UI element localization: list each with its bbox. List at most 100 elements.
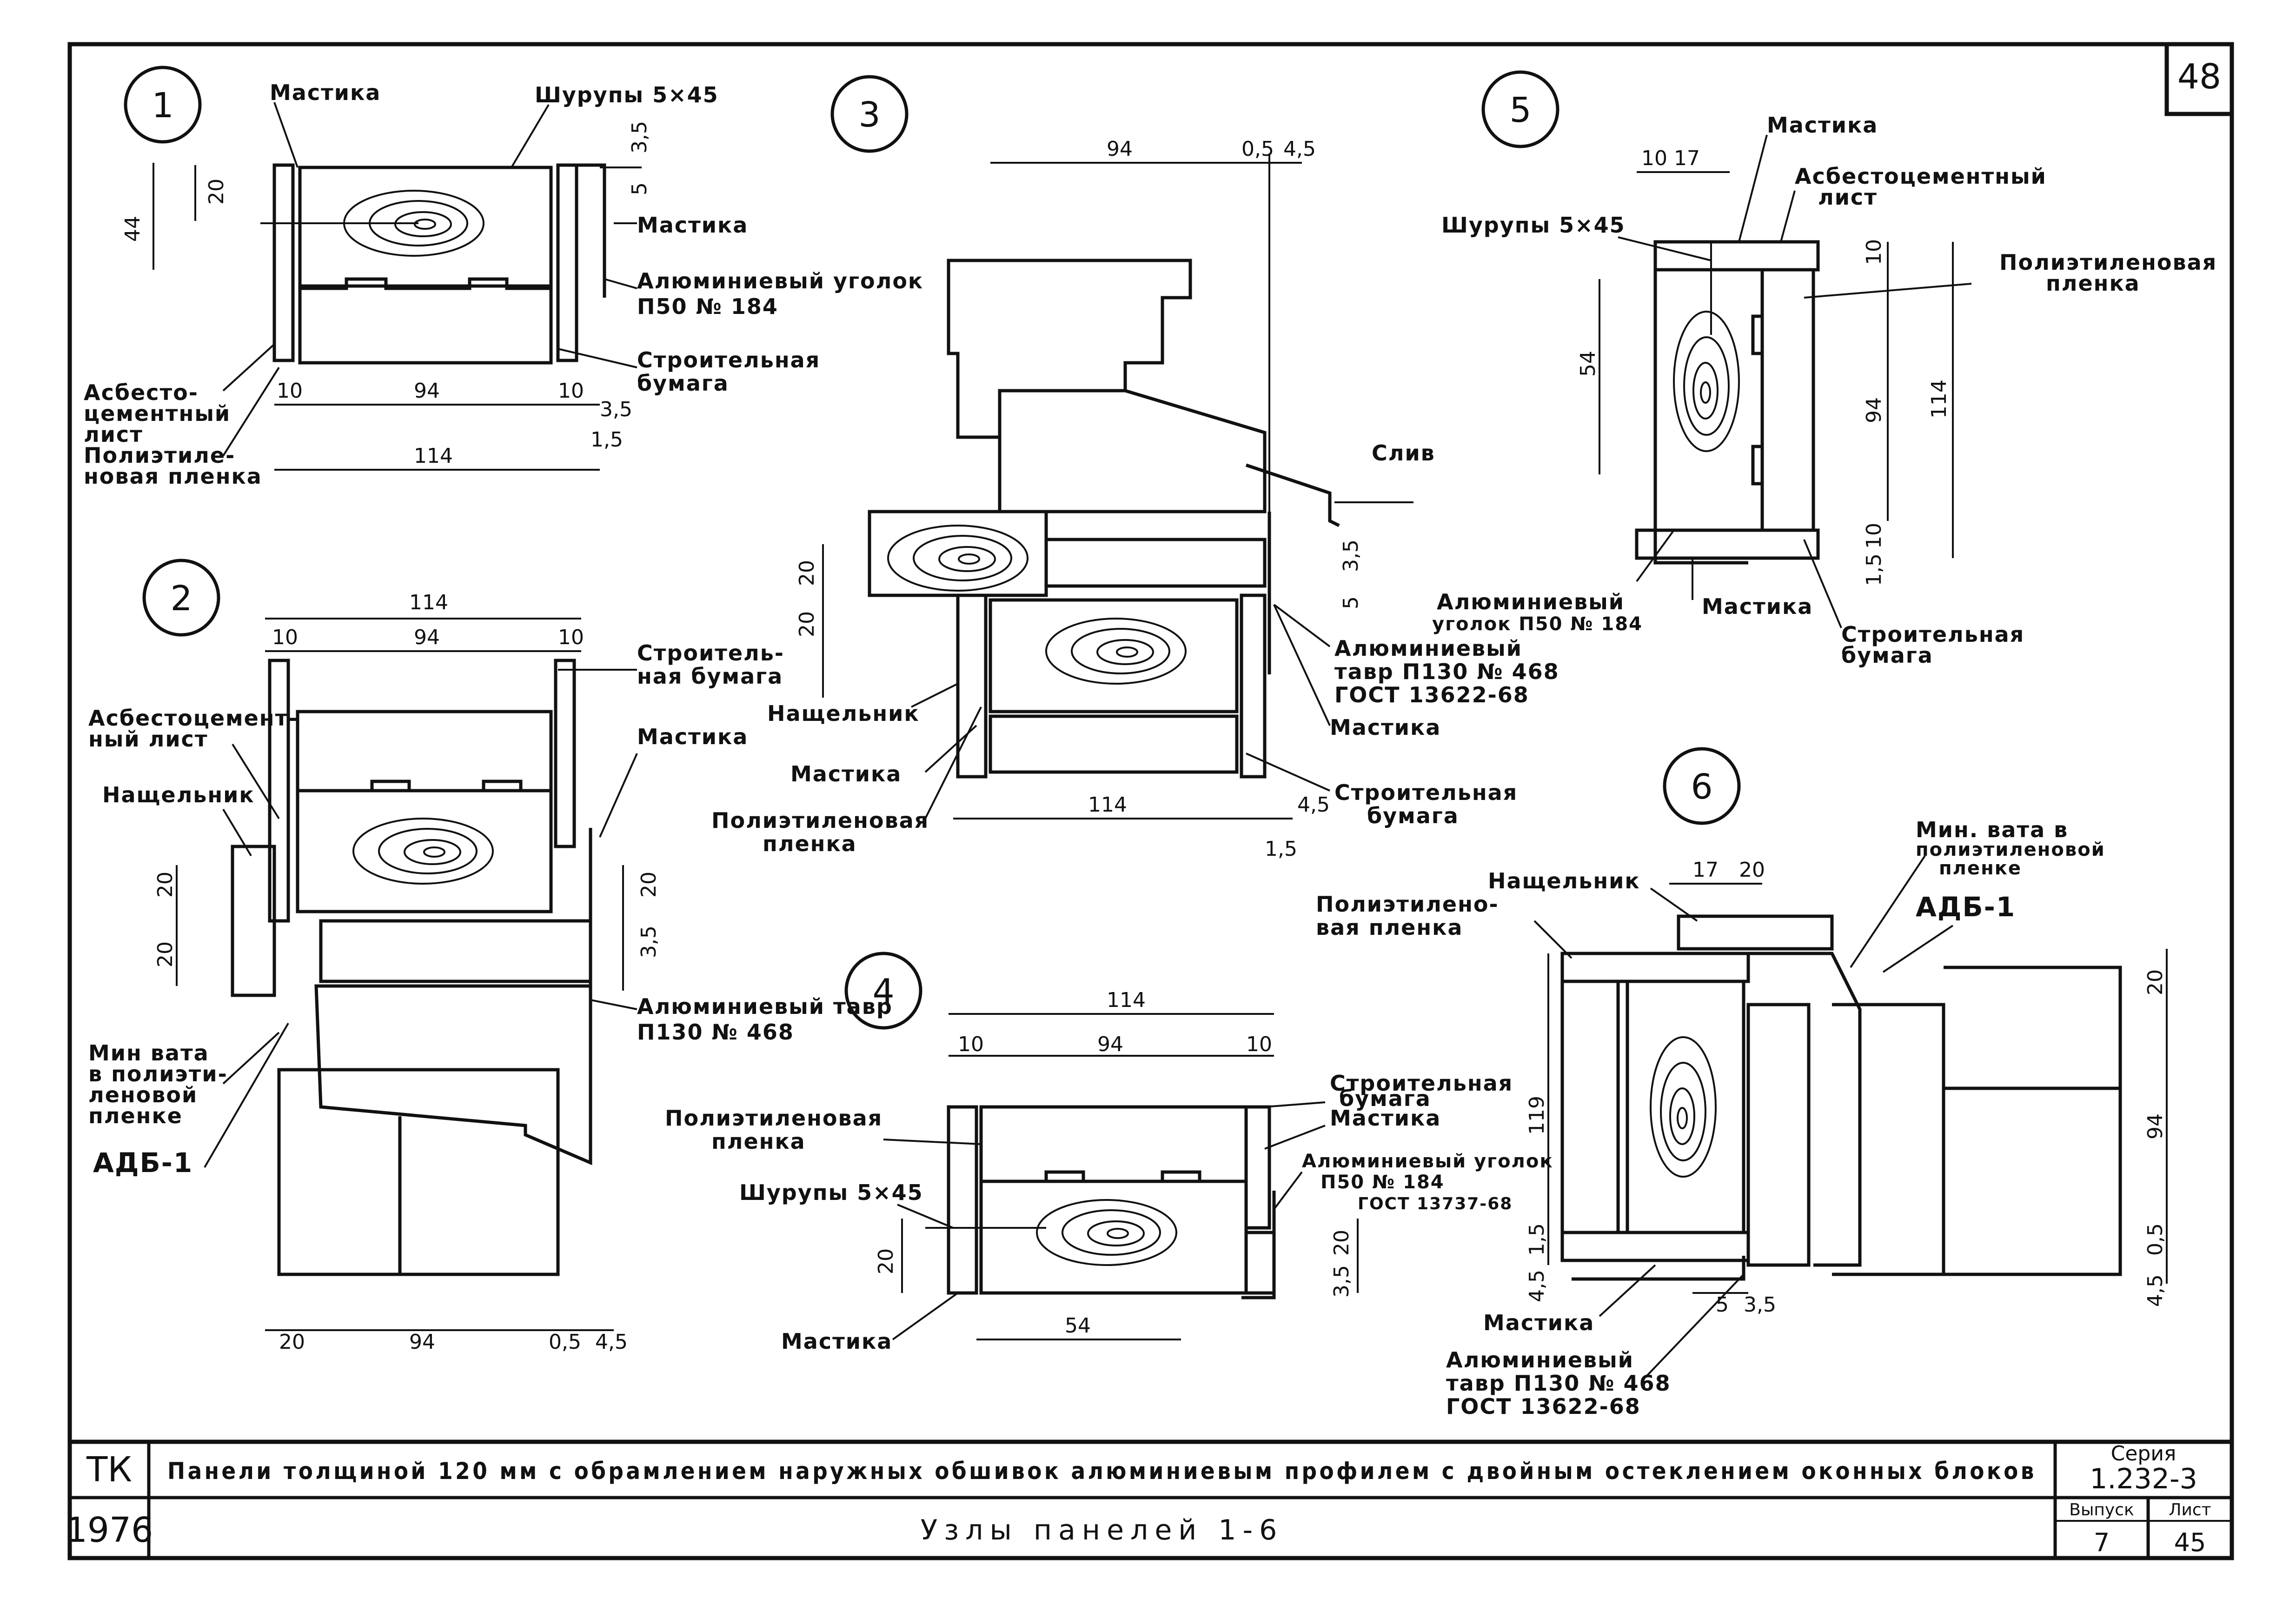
dim-94: 94 [1107, 137, 1133, 161]
dim-94: 94 [414, 379, 440, 403]
detail-3-marker [830, 75, 909, 153]
detail-3-timber [989, 598, 1239, 713]
detail-5-leaders [1618, 134, 1972, 628]
dim-10: 10 [277, 379, 303, 403]
label-mineral-wool-1: Мин. вата в [1916, 817, 2068, 842]
dim-20c: 20 [637, 872, 661, 898]
detail-5-number: 5 [1509, 90, 1531, 130]
detail-4: 4 114 10 94 10 20 20 3,5 54 Полиэтиленов… [665, 952, 1552, 1354]
detail-6-window-sash [1944, 966, 2122, 1276]
detail-6-batten [1677, 914, 1834, 951]
detail-4-corner-block [1246, 1231, 1276, 1295]
dim-10: 10 [958, 1033, 984, 1056]
detail-5-asbestos-top [1653, 240, 1820, 272]
detail-1-timber [298, 166, 553, 288]
dim-20b: 20 [1330, 1230, 1354, 1256]
dim-10: 10 [1641, 147, 1667, 170]
dim-94b: 94 [409, 1330, 435, 1354]
sheet-number-box [2164, 42, 2234, 116]
label-building-paper-1: Строительная [1334, 780, 1518, 805]
detail-4-asbestos-right [1244, 1105, 1271, 1230]
dim-10c: 10 [1862, 523, 1886, 549]
detail-2-wood-grain [352, 818, 494, 885]
dim-1-5: 1,5 [591, 428, 623, 452]
detail-2-dimension-lines [176, 618, 624, 1331]
label-asbestos-2: лист [1818, 185, 1878, 210]
dim-10b: 10 [1246, 1033, 1272, 1056]
label-batten: Нащельник [1488, 868, 1640, 893]
dim-20b: 20 [795, 611, 819, 637]
dim-20: 20 [153, 872, 177, 898]
detail-6-asbestos-bottom [1560, 1231, 1750, 1262]
label-mastic-bottom: Мастика [781, 1329, 892, 1354]
label-batten: Нащельник [767, 701, 920, 726]
dim-114: 114 [1927, 380, 1951, 419]
label-mineral-wool-2: полиэтиленовой [1916, 839, 2105, 860]
dim-5: 5 [1339, 596, 1363, 609]
label-drip: Слив [1372, 440, 1435, 466]
sheet-frame [67, 42, 2234, 1560]
detail-4-timber [979, 1179, 1248, 1295]
detail-1-insulation [298, 277, 553, 365]
detail-3-wood-grain [1045, 618, 1187, 685]
label-mastic-bottom: Мастика [1702, 594, 1813, 619]
label-aluminum-angle: Алюминиевый уголок [637, 268, 923, 293]
label-asbestos-2: цементный [84, 401, 231, 426]
label-poly-1: Полиэтиленовая [665, 1106, 883, 1131]
dim-20: 20 [1739, 858, 1765, 882]
label-batten: Нащельник [102, 782, 255, 807]
label-asbestos-3: лист [84, 422, 143, 447]
label-screws: Шурупы 5×45 [739, 1180, 923, 1205]
detail-5-insulation [1751, 268, 1815, 532]
label-mastic: Мастика [637, 724, 748, 749]
label-building-paper-1: Строительная [1841, 622, 2024, 647]
detail-6-number: 6 [1691, 767, 1712, 807]
title-subtitle: Узлы панелей 1-6 [921, 1514, 1284, 1546]
label-mastic-1: Мастика [270, 80, 381, 105]
dim-4-5: 4,5 [595, 1330, 628, 1354]
dim-10b: 10 [558, 379, 584, 403]
dim-0-5: 0,5 [549, 1330, 581, 1354]
dim-94: 94 [414, 626, 440, 649]
label-screws: Шурупы 5×45 [1441, 213, 1626, 238]
label-mineral-wool-1: Мин вата [88, 1040, 209, 1066]
issue-value: 7 [2094, 1528, 2110, 1557]
dim-20b: 20 [153, 941, 177, 967]
dim-1-5: 1,5 [1265, 837, 1297, 861]
dim-10: 10 [272, 626, 298, 649]
detail-1-marker [124, 66, 202, 144]
label-tee-code: тавр П130 № 468 [1334, 659, 1559, 684]
label-building-paper-2: бумага [1339, 1086, 1431, 1111]
sheet-value: 45 [2174, 1528, 2206, 1557]
detail-1-dimension-lines [153, 163, 642, 471]
detail-1-aluminum-angle [577, 163, 606, 298]
label-angle-code: П50 № 184 [1321, 1172, 1445, 1193]
label-mastic-right: Мастика [1330, 1106, 1441, 1131]
detail-4-asbestos-left [947, 1105, 978, 1295]
label-poly-1: Полиэтиленовая [1999, 250, 2217, 275]
detail-1: 1 20 44 10 94 10 3,5 1,5 114 3,5 5 Масти… [84, 66, 923, 489]
label-poly-1: Полиэтиле- [84, 443, 235, 468]
label-building-paper-2: бумага [637, 371, 729, 396]
detail-3-asbestos-left [956, 593, 988, 779]
label-aluminum: Алюминиевый [1446, 1347, 1634, 1372]
detail-3-insulation [989, 714, 1239, 774]
series-value: 1.232-3 [2090, 1463, 2197, 1495]
label-aluminum: Алюминиевый [1437, 589, 1625, 614]
label-asbestos-1: Асбестоцементный [1795, 164, 2047, 189]
detail-2-insulation-top [296, 710, 553, 793]
dim-4-5: 4,5 [1283, 137, 1316, 161]
label-asbestos-1: Асбестоцемент- [88, 706, 298, 731]
detail-3: 3 94 0,5 4,5 20 20 3,5 5 114 4,5 1,5 [711, 75, 1559, 861]
detail-5-marker [1481, 70, 1559, 148]
detail-6-asbestos-top [1560, 952, 1750, 983]
label-building-paper-2: ная бумага [637, 664, 783, 689]
detail-6-wood-grain [1650, 1036, 1717, 1178]
detail-1-leaders [222, 102, 637, 457]
dim-114: 114 [414, 444, 453, 468]
dim-1-5: 1,5 [1525, 1223, 1549, 1256]
dim-94: 94 [1097, 1033, 1123, 1056]
label-building-paper-2: бумага [1841, 643, 1933, 668]
label-mastic-2: Мастика [637, 213, 748, 238]
dim-20: 20 [795, 560, 819, 586]
